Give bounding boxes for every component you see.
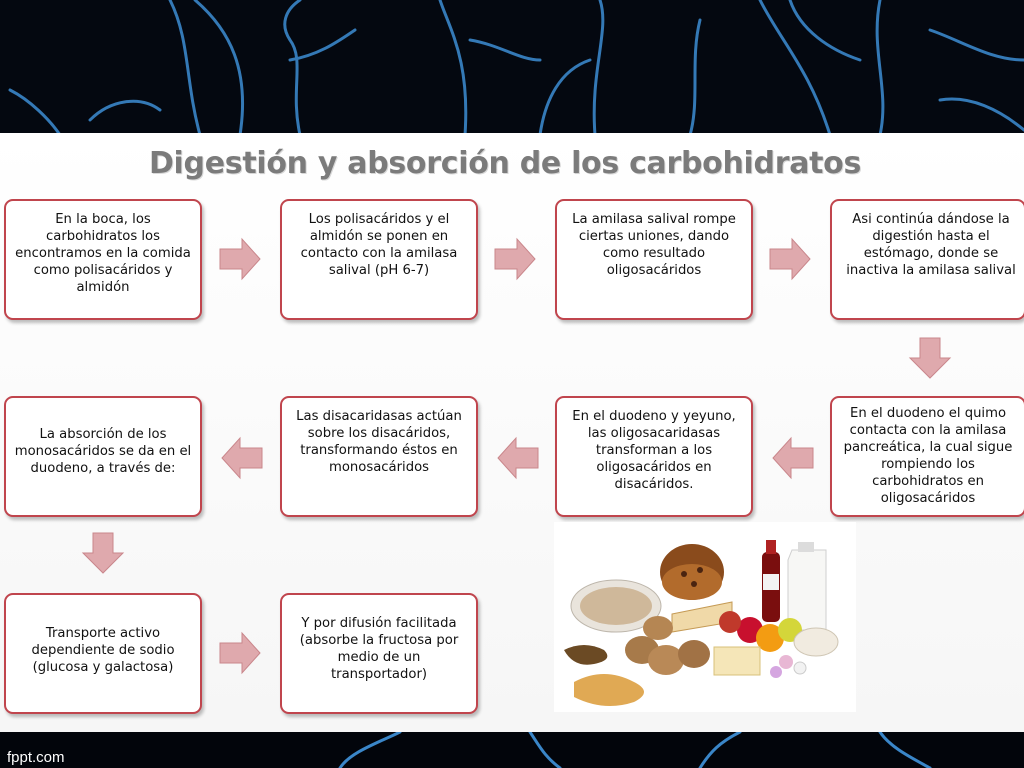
- step-text-10: Y por difusión facilitada (absorbe la fr…: [299, 616, 459, 682]
- step-box-9: Transporte activo dependiente de sodio (…: [4, 593, 202, 714]
- arrow-left-icon: [497, 436, 539, 480]
- step-box-10: Y por difusión facilitada (absorbe la fr…: [280, 593, 478, 714]
- step-box-1: En la boca, los carbohidratos los encont…: [4, 199, 202, 320]
- step-text-6: En el duodeno y yeyuno, las oligosacarid…: [572, 409, 736, 492]
- step-text-4: Asi continúa dándose la digestión hasta …: [846, 212, 1016, 278]
- step-text-9: Transporte activo dependiente de sodio (…: [31, 626, 175, 675]
- food-illustration: [564, 540, 839, 706]
- step-box-6: En el duodeno y yeyuno, las oligosacarid…: [555, 396, 753, 517]
- arrow-right-icon: [219, 237, 261, 281]
- arrow-left-icon: [221, 436, 263, 480]
- footer-brand: fppt.com: [7, 749, 65, 766]
- arrow-right-icon: [219, 631, 261, 675]
- step-box-8: La absorción de los monosacáridos se da …: [4, 396, 202, 517]
- arrow-down-icon: [908, 337, 952, 379]
- step-text-2: Los polisacáridos y el almidón se ponen …: [300, 212, 458, 278]
- background-bottom: [0, 732, 1024, 768]
- step-box-2: Los polisacáridos y el almidón se ponen …: [280, 199, 478, 320]
- step-text-5: En el duodeno el quimo contacta con la a…: [843, 405, 1013, 506]
- step-box-5: En el duodeno el quimo contacta con la a…: [830, 396, 1024, 517]
- step-text-8: La absorción de los monosacáridos se da …: [14, 427, 192, 476]
- step-text-7: Las disacaridasas actúan sobre los disac…: [296, 409, 462, 475]
- step-text-3: La amilasa salival rompe ciertas uniones…: [572, 212, 736, 278]
- step-box-7: Las disacaridasas actúan sobre los disac…: [280, 396, 478, 517]
- arrow-down-icon: [81, 532, 125, 574]
- slide-title: Digestión y absorción de los carbohidrat…: [148, 146, 862, 181]
- food-photo: [554, 522, 856, 712]
- arrow-right-icon: [769, 237, 811, 281]
- arrow-left-icon: [772, 436, 814, 480]
- veins-decoration-bottom: [338, 732, 932, 768]
- arrow-right-icon: [494, 237, 536, 281]
- step-box-3: La amilasa salival rompe ciertas uniones…: [555, 199, 753, 320]
- veins-decoration-top: [8, 0, 1024, 135]
- step-box-4: Asi continúa dándose la digestión hasta …: [830, 199, 1024, 320]
- step-text-1: En la boca, los carbohidratos los encont…: [15, 212, 191, 295]
- background-top: [0, 0, 1024, 135]
